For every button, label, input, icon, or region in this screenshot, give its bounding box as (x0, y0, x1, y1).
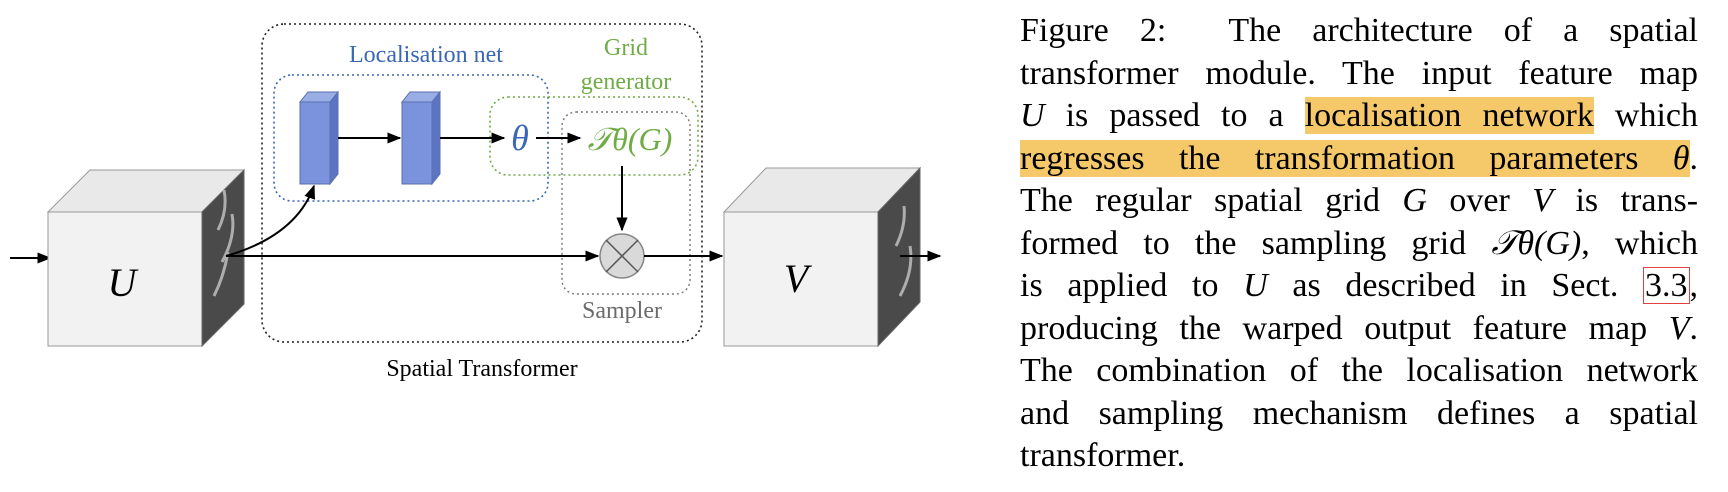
spatial-transformer-box (261, 23, 703, 343)
caption-line-5: The regular spatial grid G over V is tra… (1020, 180, 1698, 223)
math-symbol: 𝒯θ(G) (1491, 224, 1582, 262)
caption-text: over (1449, 182, 1510, 219)
caption-line-1: Figure 2: The architecture of a spatial (1020, 10, 1698, 53)
sampler-label: Sampler (582, 298, 662, 324)
arrow-input-to-localisation (225, 184, 315, 257)
caption-line-6: formed to the sampling grid 𝒯θ(G), which (1020, 223, 1698, 266)
caption-text: producing the warped output feature map (1020, 309, 1648, 347)
highlight: localisation network (1304, 97, 1594, 134)
caption-line-9: The combination of the localisation netw… (1020, 350, 1698, 393)
caption-text: The regular spatial grid (1020, 182, 1380, 219)
input-feature-map-cube (46, 168, 246, 348)
figure-caption: Figure 2: The architecture of a spatial … (1020, 10, 1698, 478)
math-symbol: U (1020, 97, 1045, 134)
caption-text: transformer. (1020, 437, 1186, 474)
math-symbol: U (1243, 267, 1268, 304)
transform-label: 𝒯θ(G) (588, 121, 673, 157)
caption-line-2: transformer module. The input feature ma… (1020, 53, 1698, 96)
output-feature-map-cube (722, 166, 922, 348)
localisation-net-label: Localisation net (349, 42, 503, 68)
caption-line-4: regresses the transformation parameters … (1020, 139, 1698, 177)
math-symbol: θ (1672, 139, 1690, 177)
layer-block-2 (400, 90, 442, 186)
caption-text: as described in Sect. (1292, 267, 1619, 304)
caption-text: , which (1581, 224, 1698, 262)
theta-symbol: θ (511, 118, 529, 158)
spatial-transformer-diagram: Localisation net Grid generator θ 𝒯θ(G) … (10, 23, 942, 382)
grid-generator-label-line1: Grid (604, 35, 648, 61)
caption-text: which (1614, 97, 1698, 134)
math-symbol: G (1402, 182, 1427, 219)
math-symbol: V (1668, 309, 1690, 347)
caption-text: is passed to a (1065, 97, 1284, 134)
caption-text: formed to the sampling grid (1020, 224, 1467, 262)
input-map-label: U (108, 260, 140, 305)
highlight: regresses the transformation parameters … (1020, 139, 1690, 177)
caption-text: regresses the transformation parameters (1020, 139, 1639, 177)
caption-text: transformer module. The input feature ma… (1020, 54, 1698, 92)
math-symbol: V (1532, 182, 1554, 219)
sampler-box (561, 111, 691, 295)
grid-generator-label-line2: generator (581, 69, 672, 95)
sampler-node (599, 233, 645, 279)
caption-line-10: and sampling mechanism defines a spatial (1020, 393, 1698, 436)
caption-line-3: U is passed to a localisation network wh… (1020, 95, 1698, 138)
caption-text: is trans- (1575, 182, 1699, 219)
caption-text: and sampling mechanism defines a spatial (1020, 394, 1698, 432)
layer-block-1 (298, 90, 340, 186)
caption-text: The combination of the localisation netw… (1020, 352, 1698, 389)
caption-text: The architecture of a spatial (1228, 12, 1698, 49)
caption-line-7: is applied to U as described in Sect. 3.… (1020, 267, 1699, 304)
caption-text: is applied to (1020, 267, 1219, 304)
caption-line-8: producing the warped output feature map … (1020, 309, 1698, 347)
module-label: Spatial Transformer (386, 356, 577, 382)
grid-generator-box (489, 96, 699, 176)
output-map-label: V (784, 256, 813, 301)
figure-label: Figure 2: (1020, 12, 1167, 49)
caption-line-11: transformer. (1020, 435, 1698, 478)
section-reference-link[interactable]: 3.3 (1643, 267, 1690, 304)
